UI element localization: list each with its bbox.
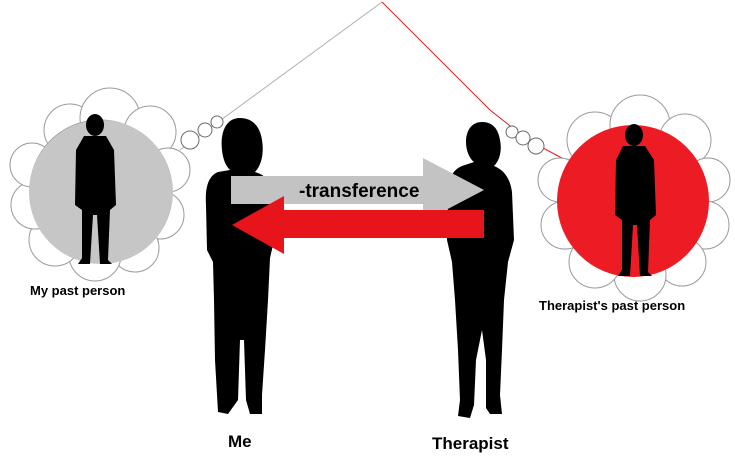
me-label: Me — [228, 432, 252, 451]
my-thought-cloud — [9, 87, 224, 282]
counter-label: COUNTER — [266, 216, 418, 236]
me-silhouette — [205, 118, 273, 414]
transference-label: -transference — [299, 181, 419, 202]
counter-arrow — [232, 196, 484, 254]
therapist-label: Therapist — [432, 434, 509, 453]
my-past-person-silhouette — [75, 114, 116, 264]
my-past-person-label: My past person — [30, 283, 126, 298]
transference-arrow — [231, 158, 484, 222]
therapists-past-person-label: Therapist's past person — [539, 298, 686, 313]
therapist-silhouette — [447, 122, 514, 418]
therapists-past-person-silhouette — [615, 124, 656, 276]
